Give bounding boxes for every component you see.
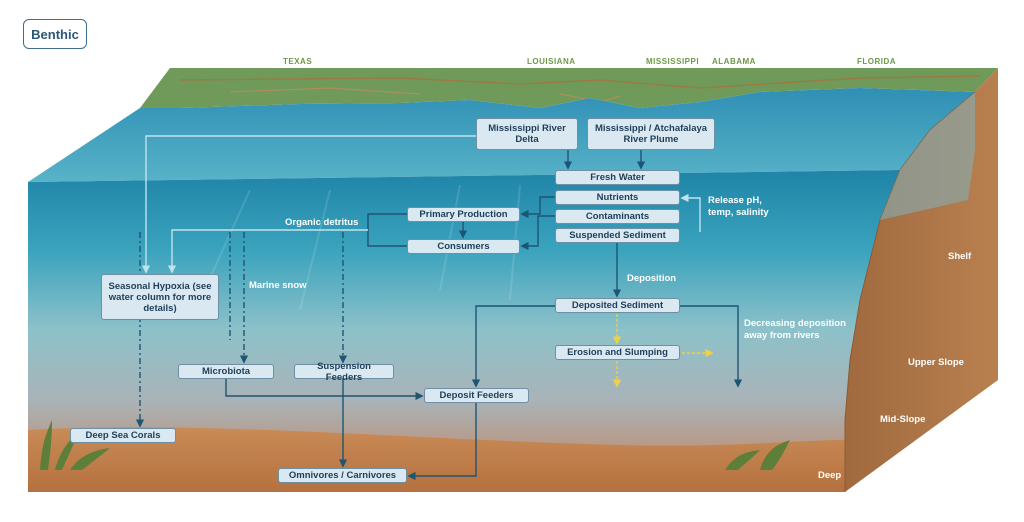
arrow-detritus-to-hypoxia [167,229,368,274]
suspension-feeders-box: Suspension Feeders [294,361,394,383]
consumers-box: Consumers [407,239,520,254]
arrow-deposited-to-deposit-feeders [471,305,555,388]
water-column-front [28,170,900,490]
coral-plant-right [725,440,790,470]
seasonal-hypoxia-box: Seasonal Hypoxia (see water column for m… [101,274,219,320]
deposition-label: Deposition [627,273,677,284]
suspended-sediment-box: Suspended Sediment [555,228,680,243]
decreasing-deposition-label: Decreasing deposition away from rivers [744,318,846,341]
microbiota-box: Microbiota [178,364,274,379]
arrow-deposited-to-deep [680,305,743,388]
deposit-feeders-box: Deposit Feeders [424,388,529,403]
zone-shelf: Shelf [948,251,972,262]
state-label-texas: TEXAS [283,57,313,66]
seafloor [28,427,845,492]
omnivores-carnivores-box: Omnivores / Carnivores [278,468,407,483]
primary-production-box: Primary Production [407,207,520,222]
arrow-deposit-feeders-to-omnivores [407,403,477,481]
state-label-alabama: ALABAMA [712,57,756,66]
erosion-slumping-box: Erosion and Slumping [555,345,680,360]
atchafalaya-river-plume-box: Mississippi / Atchafalaya River Plume [587,118,715,150]
zone-deep: Deep [818,470,842,481]
deep-sea-corals-box: Deep Sea Corals [70,428,176,443]
arrow-delta-to-hypoxia [141,135,476,274]
contaminants-box: Contaminants [555,209,680,224]
marine-snow-label: Marine snow [249,280,307,291]
state-label-mississippi: MISSISSIPPI [646,57,700,66]
zone-mid-slope: Mid-Slope [880,414,926,425]
fresh-water-box: Fresh Water [555,170,680,185]
arrow-contaminants-to-consumers [520,215,555,251]
nutrients-box: Nutrients [555,190,680,205]
arrow-microbiota-to-deposit-feeders [225,379,424,401]
page-title: Benthic [23,19,87,49]
arrow-release-loop [680,193,701,232]
zone-upper-slope: Upper Slope [908,357,964,368]
state-label-florida: FLORIDA [857,57,897,66]
release-label: Release pH, temp, salinity [708,195,769,218]
arrow-nutrients-to-production [520,196,555,219]
state-label-louisiana: LOUISIANA [527,57,576,66]
mississippi-river-delta-box: Mississippi River Delta [476,118,578,150]
deposited-sediment-box: Deposited Sediment [555,298,680,313]
organic-detritus-label: Organic detritus [285,217,359,228]
